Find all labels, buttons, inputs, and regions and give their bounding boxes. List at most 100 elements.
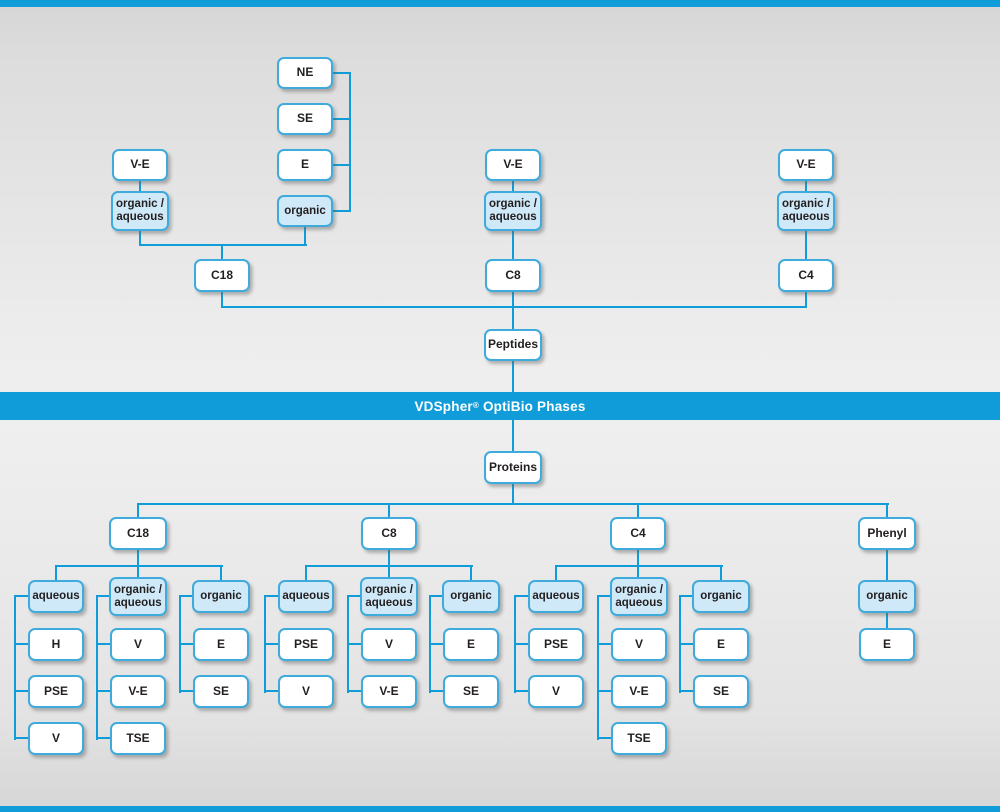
connector-line <box>347 595 362 597</box>
node-pep-ve-left: V-E <box>112 149 168 181</box>
node-c4-pse: PSE <box>528 628 584 661</box>
connector-line <box>886 503 888 517</box>
node-c18-v2: V <box>110 628 166 661</box>
connector-line <box>637 565 639 577</box>
node-pep-orgaq-left: organic / aqueous <box>111 191 169 231</box>
node-pro-phenyl: Phenyl <box>858 517 916 550</box>
connector-line <box>96 595 98 740</box>
node-c18-h: H <box>28 628 84 661</box>
connector-line <box>805 292 807 308</box>
connector-line <box>179 690 194 692</box>
connector-line <box>221 244 223 259</box>
connector-line <box>597 595 599 740</box>
node-pep-c18: C18 <box>194 259 250 292</box>
connector-line <box>221 292 223 308</box>
connector-line <box>597 737 612 739</box>
connector-line <box>512 420 514 451</box>
connector-line <box>805 181 807 191</box>
connector-line <box>137 550 139 567</box>
connector-line <box>264 643 280 645</box>
connector-line <box>55 565 57 580</box>
banner-vdspher-optibio-phases: VDSpher®OptiBio Phases <box>0 392 1000 420</box>
connector-line <box>139 231 141 246</box>
node-pep-e: E <box>277 149 333 181</box>
node-c8-v1: V <box>278 675 334 708</box>
connector-line <box>679 643 694 645</box>
connector-line <box>96 690 111 692</box>
connector-line <box>264 690 280 692</box>
connector-line <box>805 231 807 259</box>
connector-line <box>14 643 30 645</box>
node-c8-v2: V <box>361 628 417 661</box>
node-pep-c4: C4 <box>778 259 834 292</box>
node-phenyl-e: E <box>859 628 915 661</box>
node-c8-ve: V-E <box>361 675 417 708</box>
connector-line <box>347 643 362 645</box>
node-pep-c8: C8 <box>485 259 541 292</box>
connector-line <box>429 643 445 645</box>
node-c4-v2: V <box>611 628 667 661</box>
node-c18-aqueous: aqueous <box>28 580 84 613</box>
node-pep-ne: NE <box>277 57 333 89</box>
connector-line <box>179 595 194 597</box>
node-c4-organic: organic <box>692 580 750 613</box>
node-c4-tse: TSE <box>611 722 667 755</box>
node-c18-tse: TSE <box>110 722 166 755</box>
node-pro-c18: C18 <box>109 517 167 550</box>
banner-brand: VDSpher <box>414 398 473 414</box>
connector-line <box>332 72 351 74</box>
connector-line <box>555 565 723 567</box>
connector-line <box>139 181 141 191</box>
connector-line <box>679 595 694 597</box>
node-c8-se: SE <box>443 675 499 708</box>
node-c8-pse: PSE <box>278 628 334 661</box>
node-c18-pse: PSE <box>28 675 84 708</box>
connector-line <box>14 737 30 739</box>
connector-line <box>514 690 530 692</box>
connector-line <box>429 690 445 692</box>
node-c8-e: E <box>443 628 499 661</box>
node-pep-ve-right: V-E <box>778 149 834 181</box>
connector-line <box>305 565 307 580</box>
node-c18-organic: organic <box>192 580 250 613</box>
connector-line <box>637 550 639 567</box>
connector-line <box>96 643 111 645</box>
node-pro-c8: C8 <box>361 517 417 550</box>
connector-line <box>220 565 222 580</box>
connector-line <box>388 503 390 517</box>
bottom-accent-strip <box>0 806 1000 812</box>
node-proteins: Proteins <box>484 451 542 484</box>
connector-line <box>514 643 530 645</box>
connector-line <box>597 690 612 692</box>
connector-line <box>512 231 514 259</box>
node-c4-orgaq: organic / aqueous <box>610 577 668 616</box>
connector-line <box>886 550 888 580</box>
connector-line <box>14 595 16 740</box>
connector-line <box>304 227 306 246</box>
node-pep-orgaq-mid: organic / aqueous <box>484 191 542 231</box>
connector-line <box>349 72 351 212</box>
connector-line <box>332 118 351 120</box>
connector-line <box>264 595 280 597</box>
connector-line <box>14 690 30 692</box>
connector-line <box>512 292 514 329</box>
node-phenyl-organic: organic <box>858 580 916 613</box>
node-c4-ve: V-E <box>611 675 667 708</box>
connector-line <box>388 565 390 577</box>
connector-line <box>637 503 639 517</box>
node-pep-se: SE <box>277 103 333 135</box>
connector-line <box>96 595 111 597</box>
connector-line <box>347 690 362 692</box>
connector-line <box>597 595 612 597</box>
connector-line <box>886 613 888 628</box>
connector-line <box>555 565 557 580</box>
connector-line <box>55 565 223 567</box>
connector-line <box>14 595 30 597</box>
node-c8-orgaq: organic / aqueous <box>360 577 418 616</box>
node-c18-v1: V <box>28 722 84 755</box>
connector-line <box>137 503 889 505</box>
connector-line <box>679 690 694 692</box>
node-c8-organic: organic <box>442 580 500 613</box>
node-c18-se: SE <box>193 675 249 708</box>
connector-line <box>514 595 530 597</box>
